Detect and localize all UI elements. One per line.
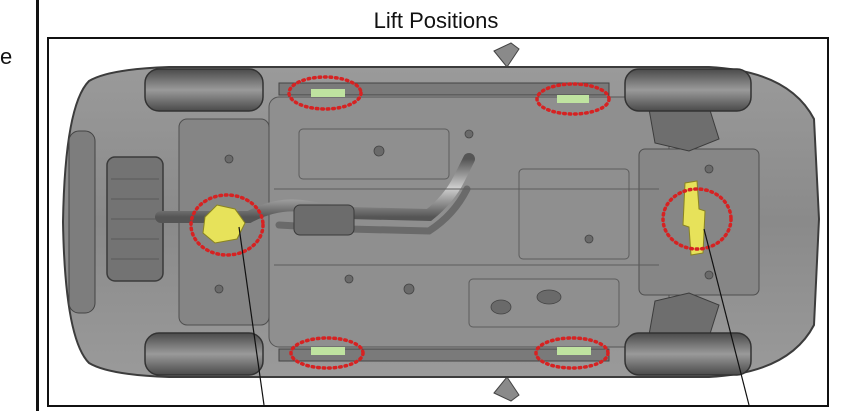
- lift-marker-rear-right: [289, 336, 365, 370]
- lift-point-front-crossmember: [682, 180, 706, 256]
- lift-pad-rear-right: [311, 347, 345, 355]
- leader-line-front: [703, 228, 750, 405]
- tire-front-right: [624, 332, 752, 376]
- lift-pad-rear-left: [311, 89, 345, 97]
- column-divider: [36, 0, 39, 411]
- mirror-bottom: [493, 376, 520, 402]
- lift-marker-rear-center: [189, 193, 265, 257]
- floor-holes: [214, 129, 714, 315]
- mirror-top: [493, 42, 520, 68]
- front-suspension: [648, 106, 720, 338]
- tire-front-left: [624, 68, 752, 112]
- leader-line-rear: [238, 226, 265, 405]
- tire-rear-left: [144, 68, 264, 112]
- lift-marker-front-right: [534, 336, 610, 370]
- muffler-ribs: [111, 178, 159, 260]
- truncated-text-fragment: e: [0, 44, 13, 69]
- lift-point-rear-differential: [202, 204, 246, 244]
- lift-pad-front-right: [557, 347, 591, 355]
- lift-marker-front-center: [661, 187, 733, 251]
- center-resonator: [293, 204, 355, 236]
- lift-marker-rear-left: [287, 75, 363, 111]
- lift-marker-front-left: [535, 82, 611, 116]
- floor-details: [274, 128, 659, 328]
- underbody-diagram-frame: [47, 37, 829, 407]
- tire-rear-right: [144, 332, 264, 376]
- exhaust-pipe-2: [275, 185, 471, 235]
- lift-pad-front-left: [557, 95, 589, 103]
- diagram-title: Lift Positions: [373, 8, 499, 33]
- vehicle-underbody-diagram: [61, 42, 821, 405]
- rear-bumper: [68, 130, 96, 314]
